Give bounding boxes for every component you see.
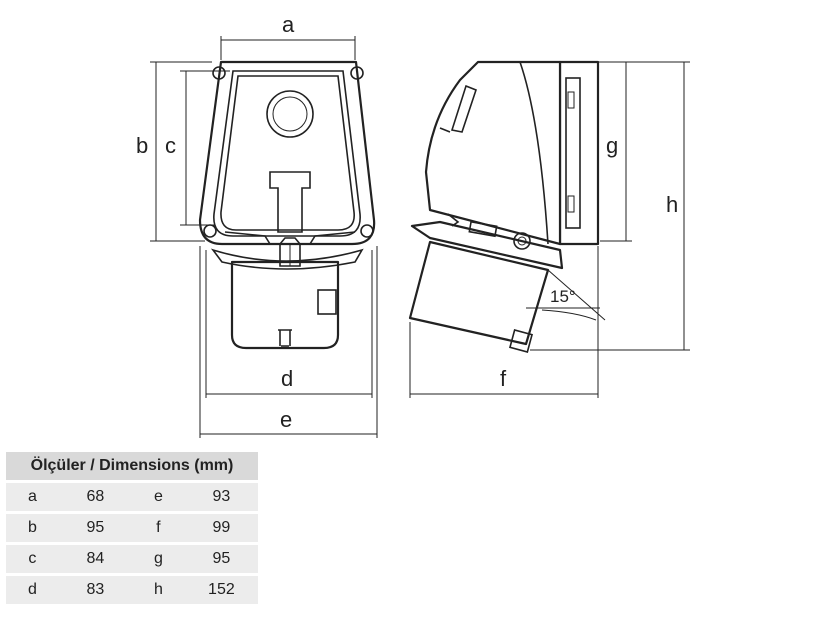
table-row: c 84 g 95: [6, 545, 258, 573]
dim-key: f: [131, 514, 185, 542]
dimension-drawing: a b c d e f g h 15°: [136, 12, 690, 438]
label-d: d: [281, 366, 293, 391]
table-row: d 83 h 152: [6, 576, 258, 604]
table-row: a 68 e 93: [6, 483, 258, 511]
dim-key: e: [131, 483, 185, 511]
label-a: a: [282, 12, 295, 37]
dim-key: d: [6, 576, 59, 604]
dim-value: 95: [184, 545, 258, 573]
dim-value: 93: [184, 483, 258, 511]
side-view: [408, 60, 600, 354]
side-dimensions: [409, 61, 690, 398]
dim-value: 152: [184, 576, 258, 604]
label-e: e: [280, 407, 292, 432]
label-c: c: [165, 133, 176, 158]
dim-value: 83: [58, 576, 132, 604]
label-f: f: [500, 366, 507, 391]
dim-key: b: [6, 514, 59, 542]
dim-value: 95: [58, 514, 132, 542]
table-header-row: Ölçüler / Dimensions (mm): [6, 452, 258, 480]
label-b: b: [136, 133, 148, 158]
front-dimensions: [150, 36, 378, 438]
table-title: Ölçüler / Dimensions (mm): [6, 452, 258, 480]
dim-key: h: [131, 576, 185, 604]
table-row: b 95 f 99: [6, 514, 258, 542]
dim-key: g: [131, 545, 185, 573]
front-view: [198, 60, 376, 350]
angle-label: 15°: [550, 287, 576, 306]
label-h: h: [666, 192, 678, 217]
dim-value: 99: [184, 514, 258, 542]
dim-value: 84: [58, 545, 132, 573]
label-g: g: [606, 133, 618, 158]
dim-key: c: [6, 545, 59, 573]
dim-key: a: [6, 483, 59, 511]
dim-value: 68: [58, 483, 132, 511]
dimensions-table: Ölçüler / Dimensions (mm) a 68 e 93 b 95…: [6, 449, 258, 607]
